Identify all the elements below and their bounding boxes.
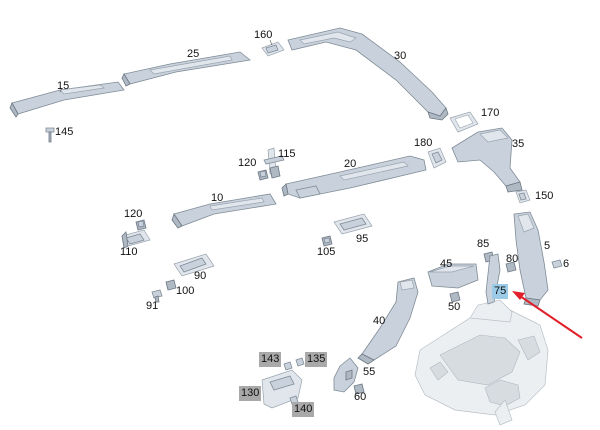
part-5-air-duct[interactable] xyxy=(513,211,549,307)
callout-160[interactable]: 160 xyxy=(254,29,273,41)
leader-15 xyxy=(59,87,63,93)
callout-40[interactable]: 40 xyxy=(373,315,386,327)
callout-120-lower[interactable]: 120 xyxy=(124,208,143,220)
callout-170[interactable]: 170 xyxy=(481,107,500,119)
callout-50[interactable]: 50 xyxy=(448,301,461,313)
part-90-bracket[interactable] xyxy=(173,253,215,277)
callout-100[interactable]: 100 xyxy=(176,285,195,297)
callout-5[interactable]: 5 xyxy=(544,240,551,252)
callout-143[interactable]: 143 xyxy=(259,352,282,367)
part-55-air-duct[interactable] xyxy=(333,357,359,393)
part-6-screw[interactable] xyxy=(551,259,563,269)
callout-45[interactable]: 45 xyxy=(440,258,453,270)
highlight-pointer-arrow xyxy=(512,291,583,339)
callout-75-highlighted[interactable]: 75 xyxy=(492,284,509,299)
part-60-clip[interactable] xyxy=(353,383,365,395)
callout-180[interactable]: 180 xyxy=(414,137,433,149)
part-135-screw[interactable] xyxy=(295,357,305,367)
part-25-air-duct[interactable] xyxy=(121,51,251,87)
part-75-seal-strip[interactable] xyxy=(485,253,501,305)
part-35-air-duct[interactable] xyxy=(451,127,523,193)
callout-135[interactable]: 135 xyxy=(305,352,328,367)
callout-150[interactable]: 150 xyxy=(535,190,554,202)
part-95-bracket[interactable] xyxy=(333,213,373,235)
callout-110[interactable]: 110 xyxy=(120,246,138,258)
part-120-lower-clip[interactable] xyxy=(135,219,147,231)
part-160-clip[interactable] xyxy=(261,41,285,57)
callout-145[interactable]: 145 xyxy=(55,126,74,138)
callout-80[interactable]: 80 xyxy=(506,253,519,265)
part-80-clip[interactable] xyxy=(505,261,517,273)
callout-95[interactable]: 95 xyxy=(356,233,369,245)
part-145-screw[interactable] xyxy=(45,127,55,143)
callout-140[interactable]: 140 xyxy=(292,402,315,417)
callout-15[interactable]: 15 xyxy=(57,80,70,92)
part-143-nut[interactable] xyxy=(283,361,293,371)
callout-105[interactable]: 105 xyxy=(317,246,336,258)
callout-90[interactable]: 90 xyxy=(194,270,207,282)
part-45-air-duct[interactable] xyxy=(427,263,479,289)
callout-55[interactable]: 55 xyxy=(363,366,376,378)
part-115-bracket[interactable] xyxy=(263,147,285,179)
heater-box-assembly xyxy=(414,299,549,426)
callout-130[interactable]: 130 xyxy=(239,386,262,401)
callout-91[interactable]: 91 xyxy=(146,300,159,312)
callout-120-upper[interactable]: 120 xyxy=(238,157,257,169)
part-30-air-duct[interactable] xyxy=(287,27,449,121)
leader-160 xyxy=(269,39,273,46)
callout-30[interactable]: 30 xyxy=(394,50,407,62)
part-50-clip[interactable] xyxy=(449,291,461,303)
callout-6[interactable]: 6 xyxy=(563,258,570,270)
callout-35[interactable]: 35 xyxy=(512,138,525,150)
callout-60[interactable]: 60 xyxy=(354,391,367,403)
part-15-air-duct[interactable] xyxy=(9,81,125,118)
callout-25[interactable]: 25 xyxy=(187,48,200,60)
part-110-bracket[interactable] xyxy=(121,229,151,249)
callout-85[interactable]: 85 xyxy=(477,238,490,250)
part-170-gasket[interactable] xyxy=(449,111,479,133)
callout-10[interactable]: 10 xyxy=(211,192,224,204)
part-150-clip[interactable] xyxy=(515,189,531,204)
part-105-clip[interactable] xyxy=(321,235,333,247)
callout-20[interactable]: 20 xyxy=(344,158,357,170)
part-40-air-duct[interactable] xyxy=(357,277,419,365)
callout-115[interactable]: 115 xyxy=(278,148,296,160)
part-91-screw[interactable] xyxy=(151,289,163,303)
part-10-air-duct[interactable] xyxy=(171,193,277,229)
part-100-clip[interactable] xyxy=(165,279,177,291)
part-120-upper-clip[interactable] xyxy=(257,169,269,181)
part-180-bracket[interactable] xyxy=(427,147,447,169)
part-20-air-duct[interactable] xyxy=(281,155,427,199)
